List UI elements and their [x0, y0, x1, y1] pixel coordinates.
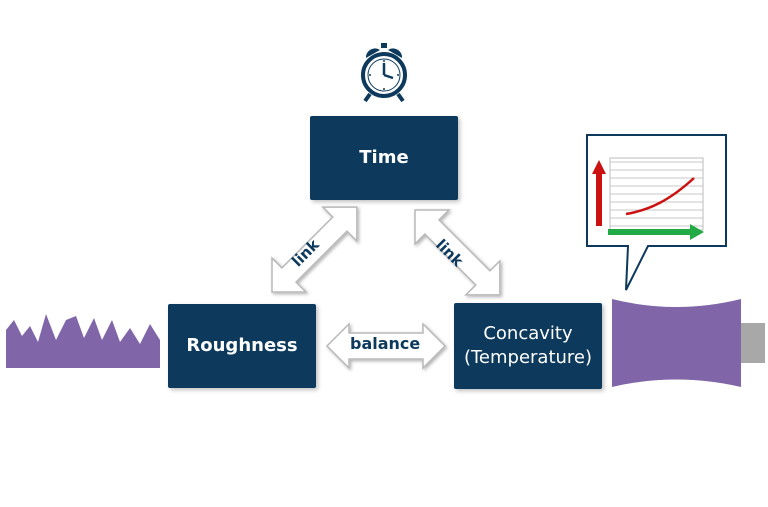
chart-callout — [586, 134, 727, 291]
rising-curve-icon — [625, 177, 695, 216]
roughness-node: Roughness — [168, 304, 316, 388]
concave-workpiece-icon — [612, 299, 765, 387]
temperature-label: (Temperature) — [463, 347, 593, 368]
alarm-clock-icon — [361, 43, 407, 103]
right-arrow-icon — [608, 224, 704, 240]
roughness-label: Roughness — [186, 334, 298, 356]
concavity-label: Concavity — [483, 322, 573, 344]
time-node: Time — [310, 116, 458, 200]
concavity-node: Concavity (Temperature) — [454, 303, 602, 389]
balance-arrow — [325, 322, 447, 370]
link-arrow-right — [414, 209, 501, 296]
balance-label: balance — [350, 334, 421, 353]
link-arrow-left — [271, 206, 358, 293]
up-arrow-icon — [592, 160, 606, 226]
time-label: Time — [359, 146, 409, 168]
roughness-profile-icon — [6, 314, 160, 368]
chart-gridlines — [610, 161, 703, 227]
